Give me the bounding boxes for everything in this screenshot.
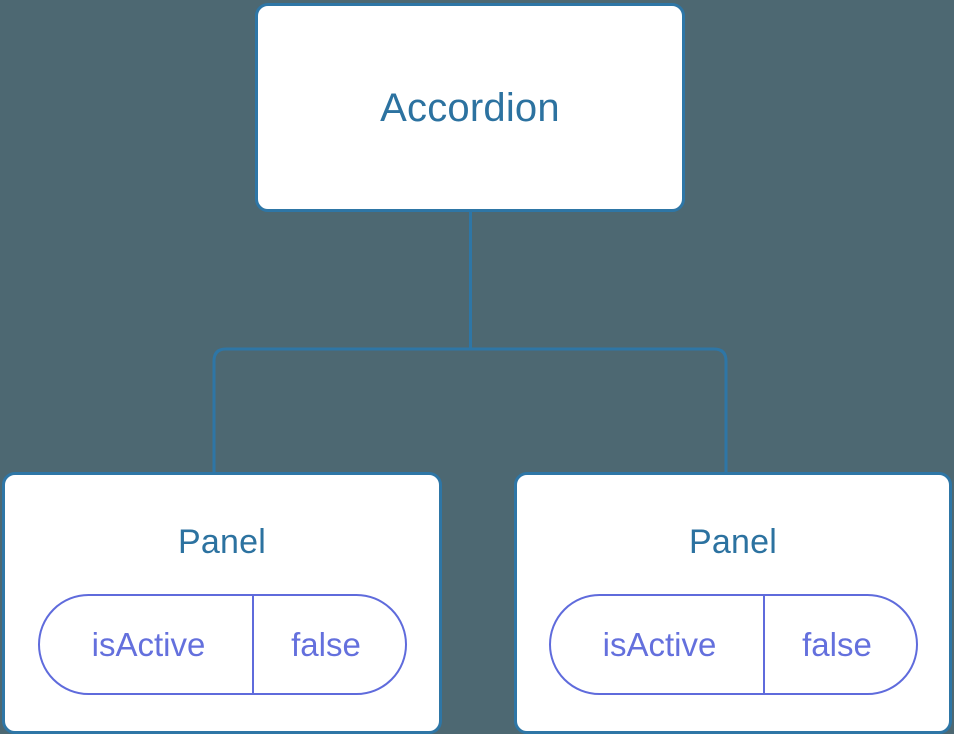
node-accordion[interactable]: Accordion: [255, 3, 685, 212]
node-panel-right[interactable]: Panel isActive false: [514, 472, 952, 734]
prop-value-isactive-left: false: [291, 626, 361, 663]
node-accordion-title: Accordion: [380, 85, 560, 130]
prop-pill-left[interactable]: isActive false: [37, 594, 407, 695]
node-panel-left[interactable]: Panel isActive false: [2, 472, 442, 734]
prop-pill-right[interactable]: isActive false: [548, 594, 918, 695]
prop-key-isactive-right: isActive: [602, 626, 717, 663]
prop-value-isactive-right: false: [802, 626, 872, 663]
connector-branch-right: [470, 347, 728, 474]
prop-divider-left: [251, 596, 254, 693]
connector-branch-left: [212, 347, 471, 474]
prop-key-isactive-left: isActive: [91, 626, 206, 663]
node-panel-left-title: Panel: [178, 523, 266, 561]
node-panel-right-title: Panel: [689, 523, 777, 561]
prop-divider-right: [762, 596, 765, 693]
